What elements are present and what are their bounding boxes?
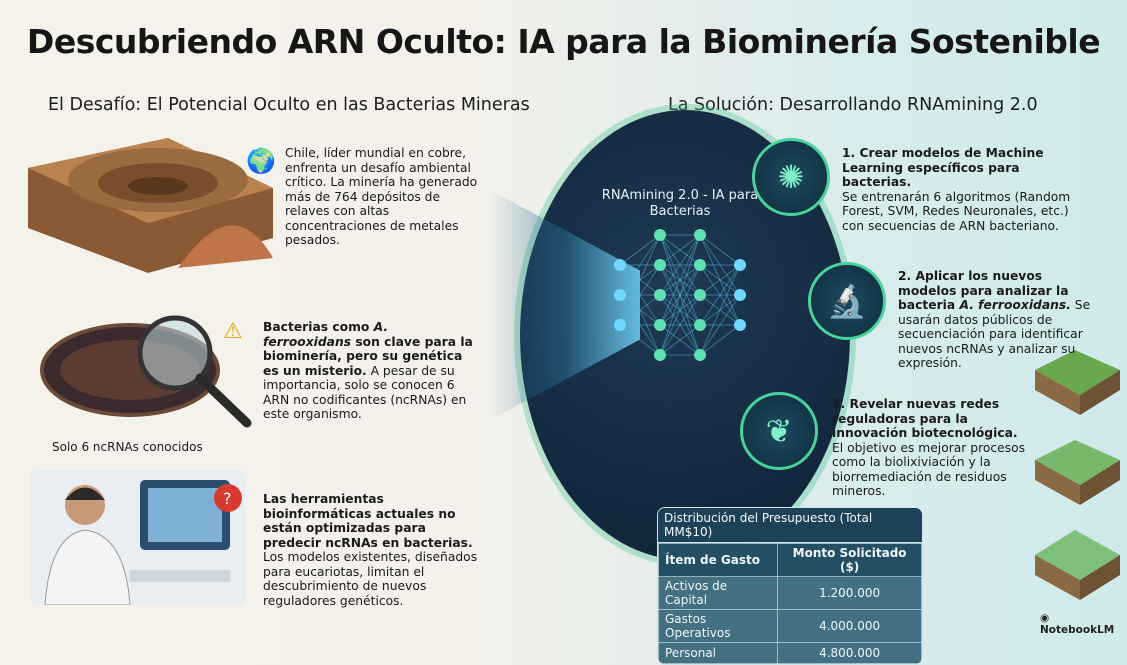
network-edge bbox=[659, 264, 701, 356]
text: A pesar de su importancia, solo se conoc… bbox=[263, 363, 467, 422]
text: Se usarán datos públicos de secuenciació… bbox=[898, 298, 1091, 370]
challenge-heading: El Desafío: El Potencial Oculto en las B… bbox=[48, 95, 530, 115]
svg-text:?: ? bbox=[223, 489, 232, 508]
notebooklm-watermark: ◉ NotebookLM bbox=[1040, 612, 1127, 636]
step-3-text: 3. Revelar nuevas redes reguladoras para… bbox=[832, 397, 1027, 499]
network-edge bbox=[659, 234, 701, 326]
network-edge bbox=[619, 264, 661, 326]
text: 3. Revelar nuevas redes reguladoras para… bbox=[832, 397, 1018, 440]
step-2-text: 2. Aplicar los nuevos modelos para anali… bbox=[898, 269, 1098, 371]
network-edge bbox=[619, 294, 661, 326]
globe-pickaxe-icon: 🌍 bbox=[246, 147, 276, 175]
network-node bbox=[694, 229, 706, 241]
network-node bbox=[734, 259, 746, 271]
network-node bbox=[654, 349, 666, 361]
text: Bacterias como bbox=[263, 320, 374, 334]
network-edge bbox=[619, 324, 661, 356]
network-node bbox=[614, 259, 626, 271]
network-node bbox=[694, 319, 706, 331]
network-edge bbox=[659, 234, 701, 356]
open-pit-mine-illustration bbox=[28, 138, 273, 273]
network-edge bbox=[659, 324, 701, 356]
network-node bbox=[654, 259, 666, 271]
notebooklm-logo-icon: ◉ bbox=[1040, 612, 1050, 624]
network-edge bbox=[699, 264, 741, 326]
mining-challenge-text: Chile, líder mundial en cobre, enfrenta … bbox=[285, 146, 478, 247]
item-cell: Activos de Capital bbox=[658, 576, 779, 610]
text: Se entrenarán 6 algoritmos (Random Fores… bbox=[842, 189, 1071, 233]
biohazard-icon: ⚠ bbox=[223, 319, 243, 344]
network-edge bbox=[699, 234, 741, 266]
step-1-text: 1. Crear modelos de Machine Learning esp… bbox=[842, 146, 1082, 233]
network-edge bbox=[699, 264, 741, 296]
tools-challenge-text: Las herramientas bioinformáticas actuale… bbox=[263, 492, 483, 608]
amount-cell: 4.800.000 bbox=[777, 642, 922, 664]
bioremediation-landscapes-illustration bbox=[1035, 350, 1120, 600]
network-node bbox=[694, 259, 706, 271]
network-edge bbox=[699, 294, 741, 356]
network-edge bbox=[619, 234, 661, 296]
column-header: Monto Solicitado ($) bbox=[777, 543, 922, 577]
network-node bbox=[694, 289, 706, 301]
network-edge bbox=[619, 234, 661, 266]
network-node bbox=[654, 289, 666, 301]
amount-cell: 1.200.000 bbox=[777, 576, 922, 610]
budget-table: Distribución del Presupuesto (Total MM$1… bbox=[657, 507, 923, 665]
network-node bbox=[734, 289, 746, 301]
ml-brain-icon: ✺ bbox=[752, 138, 830, 216]
network-edge bbox=[619, 234, 661, 326]
species: A. ferrooxidans bbox=[263, 320, 389, 349]
text: Las herramientas bioinformáticas actuale… bbox=[263, 492, 473, 550]
text: Los modelos existentes, diseñados para e… bbox=[263, 550, 478, 608]
page-title: Descubriendo ARN Oculto: IA para la Biom… bbox=[26, 22, 1101, 61]
plant-growth-icon: ❦ bbox=[740, 392, 818, 470]
neural-network-icon bbox=[614, 229, 746, 361]
network-node bbox=[614, 319, 626, 331]
network-edge bbox=[699, 264, 741, 356]
amount-cell: 4.000.000 bbox=[777, 609, 922, 643]
network-edge bbox=[699, 324, 741, 356]
column-header: Ítem de Gasto bbox=[658, 543, 779, 577]
text: El objetivo es mejorar procesos como la … bbox=[832, 440, 1026, 499]
budget-table-caption: Distribución del Presupuesto (Total MM$1… bbox=[658, 508, 922, 543]
solution-heading: La Solución: Desarrollando RNAmining 2.0 bbox=[668, 95, 1038, 115]
network-node bbox=[614, 289, 626, 301]
network-label: RNAmining 2.0 - IA para Bacterias bbox=[601, 188, 759, 219]
item-cell: Personal bbox=[658, 642, 779, 664]
network-node bbox=[694, 349, 706, 361]
researcher-computer-illustration: ? bbox=[30, 470, 245, 605]
network-node bbox=[734, 319, 746, 331]
bacteria-challenge-text: Bacterias como A. ferrooxidans son clave… bbox=[263, 320, 478, 422]
species: A. ferrooxidans. bbox=[959, 298, 1071, 312]
text: son clave para la biominería, pero su ge… bbox=[263, 334, 473, 378]
bacteria-magnifier-illustration bbox=[40, 315, 252, 428]
item-cell: Gastos Operativos bbox=[658, 609, 779, 643]
network-node bbox=[654, 229, 666, 241]
microscope-icon: 🔬 bbox=[808, 262, 886, 340]
watermark-text: NotebookLM bbox=[1040, 624, 1115, 636]
network-node bbox=[654, 319, 666, 331]
text: 2. Aplicar los nuevos modelos para anali… bbox=[898, 269, 1069, 312]
ncrna-caption: Solo 6 ncRNAs conocidos bbox=[52, 440, 203, 454]
network-edge bbox=[659, 234, 701, 296]
network-edge bbox=[659, 234, 701, 266]
text: 1. Crear modelos de Machine Learning esp… bbox=[842, 146, 1044, 189]
network-edge bbox=[659, 294, 701, 356]
